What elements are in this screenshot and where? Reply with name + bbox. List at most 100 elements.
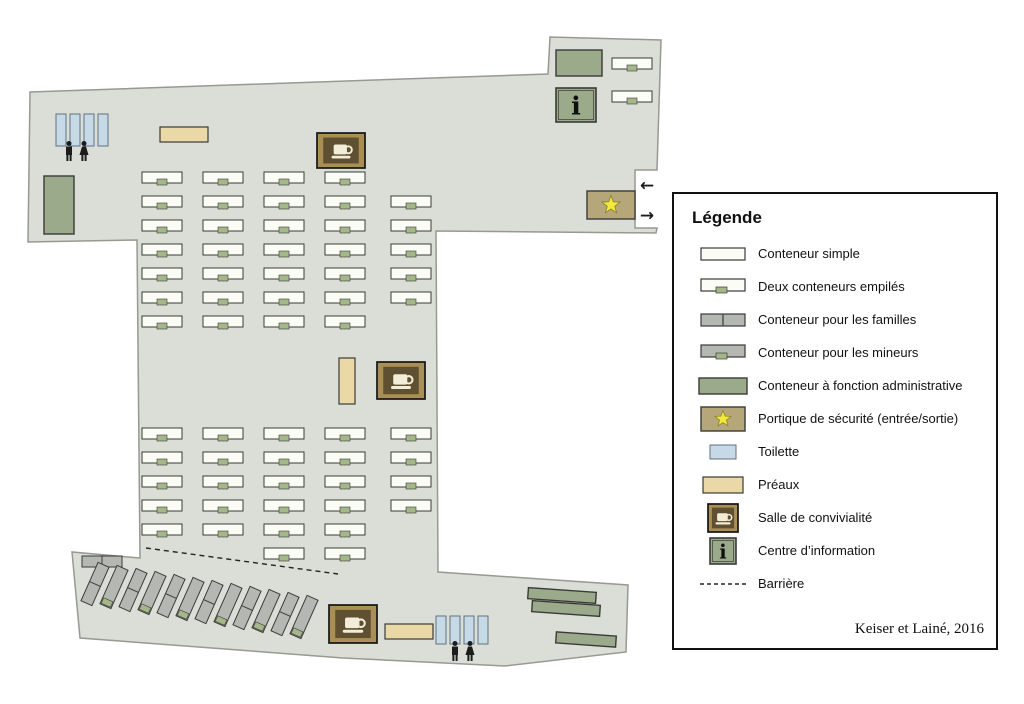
stacked-container — [263, 499, 305, 514]
toilet-unit — [449, 615, 461, 645]
info-legend-icon: i — [688, 536, 758, 566]
stacked-legend-icon — [688, 272, 758, 302]
stacked-container — [263, 475, 305, 490]
legend-item-label: Centre d’information — [758, 543, 876, 558]
admin-container — [530, 599, 602, 618]
stacked-container — [263, 547, 305, 562]
admin-container — [554, 631, 618, 648]
security-legend-icon — [688, 404, 758, 434]
legend-item-label: Conteneur à fonction administrative — [758, 378, 963, 393]
stacked-container — [141, 315, 183, 330]
preaux-legend-icon — [688, 470, 758, 500]
stacked-container — [141, 195, 183, 210]
families-legend-icon — [688, 305, 758, 335]
security-gate — [586, 190, 636, 220]
svg-text:i: i — [571, 92, 581, 122]
stacked-container — [141, 291, 183, 306]
stacked-container — [141, 499, 183, 514]
minor-container — [175, 576, 205, 622]
legend-item-label: Conteneur pour les mineurs — [758, 345, 919, 360]
legend-item-security: Portique de sécurité (entrée/sortie) — [688, 402, 988, 435]
stacked-container — [390, 499, 432, 514]
legend-item-simple: Conteneur simple — [688, 237, 988, 270]
stacked-container — [324, 475, 366, 490]
stacked-container — [141, 451, 183, 466]
legend-item-label: Conteneur simple — [758, 246, 860, 261]
legend-item-label: Portique de sécurité (entrée/sortie) — [758, 411, 959, 426]
legend-item-social: Salle de convivialité — [688, 501, 988, 534]
legend-item-minors: Conteneur pour les mineurs — [688, 336, 988, 369]
star-icon — [600, 194, 622, 214]
social-room — [376, 361, 426, 400]
admin-legend-icon — [688, 371, 758, 401]
minor-container — [289, 594, 319, 640]
stacked-container — [202, 315, 244, 330]
stacked-container — [263, 243, 305, 258]
stacked-container — [324, 315, 366, 330]
minor-container — [251, 588, 281, 634]
stacked-container — [202, 427, 244, 442]
stacked-container — [202, 499, 244, 514]
stacked-container — [324, 171, 366, 186]
minor-container — [99, 564, 129, 610]
minor-container — [213, 582, 243, 628]
toilet-unit — [83, 113, 95, 147]
coffee-cup-icon — [393, 374, 408, 385]
stacked-container — [324, 523, 366, 538]
stacked-container — [263, 315, 305, 330]
stacked-container — [202, 171, 244, 186]
stacked-container — [390, 291, 432, 306]
family-container — [156, 573, 186, 619]
stacked-container — [202, 267, 244, 282]
social-legend-icon — [688, 502, 758, 533]
stacked-container — [202, 291, 244, 306]
stacked-container — [141, 523, 183, 538]
toilet-unit — [69, 113, 81, 147]
legend-item-label: Deux conteneurs empilés — [758, 279, 905, 294]
stacked-container — [141, 171, 183, 186]
family-container — [270, 591, 300, 637]
stacked-container — [324, 243, 366, 258]
stacked-container — [390, 195, 432, 210]
family-container — [80, 561, 110, 607]
social-room — [316, 132, 366, 169]
legend-title: Légende — [692, 208, 762, 227]
stacked-container — [202, 451, 244, 466]
legend-item-barrier: Barrière — [688, 567, 988, 600]
entrance-exit-arrow-icon: ← — [640, 176, 654, 196]
stacked-container — [263, 171, 305, 186]
legend-item-label: Barrière — [758, 576, 805, 591]
toilet-unit — [463, 615, 475, 645]
legend-item-stacked: Deux conteneurs empilés — [688, 270, 988, 303]
social-room — [328, 604, 378, 644]
legend-item-label: Salle de convivialité — [758, 510, 873, 525]
simple-legend-icon — [688, 239, 758, 269]
stacked-container — [324, 219, 366, 234]
stacked-container — [263, 219, 305, 234]
legend-item-label: Préaux — [758, 477, 800, 492]
stacked-container — [390, 243, 432, 258]
woman-icon — [79, 141, 89, 161]
stacked-container — [263, 427, 305, 442]
information-centre: i — [555, 87, 597, 123]
toilet-unit — [477, 615, 489, 645]
legend-item-admin: Conteneur à fonction administrative — [688, 369, 988, 402]
man-icon — [452, 641, 458, 661]
admin-container — [555, 49, 603, 77]
stacked-container — [324, 427, 366, 442]
stacked-container — [202, 523, 244, 538]
stacked-container — [611, 90, 653, 105]
toilet-unit — [97, 113, 109, 147]
family-container — [232, 585, 262, 631]
stacked-container — [611, 57, 653, 72]
stacked-container — [263, 291, 305, 306]
stacked-container — [324, 547, 366, 562]
stacked-container — [141, 219, 183, 234]
admin-container — [526, 586, 598, 605]
stacked-container — [141, 475, 183, 490]
stacked-container — [202, 475, 244, 490]
